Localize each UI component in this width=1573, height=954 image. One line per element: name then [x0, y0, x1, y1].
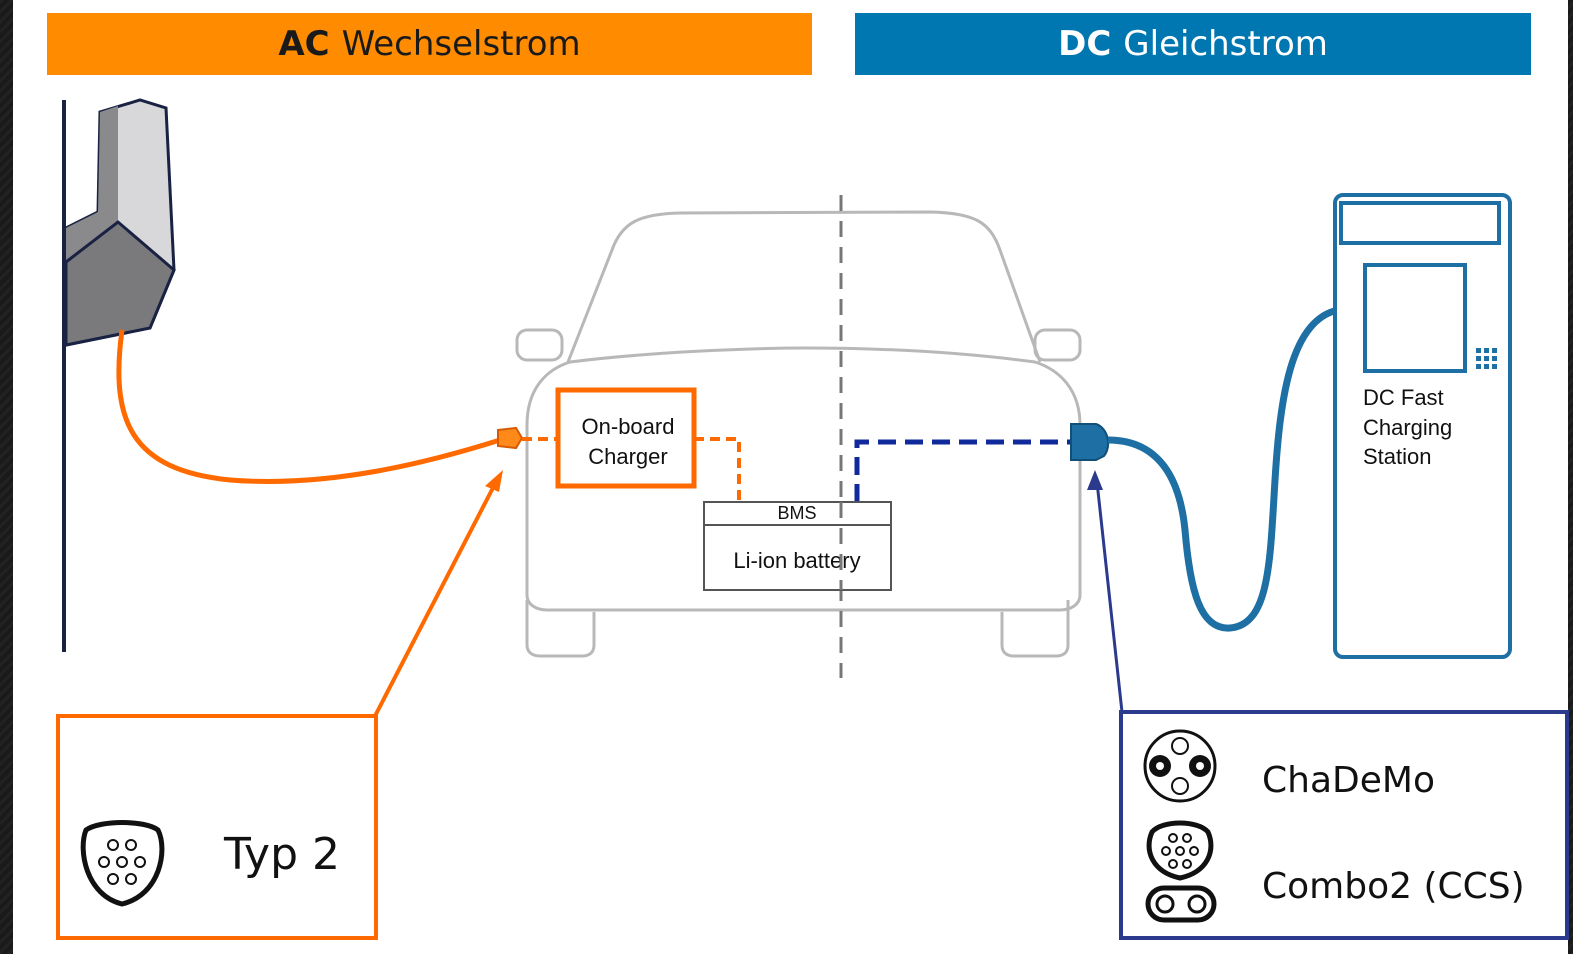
- dc-cable: [1107, 306, 1339, 632]
- onboard-charger-label-1: On-board: [582, 414, 675, 439]
- chademo-connector-icon: [1143, 729, 1217, 803]
- dc-header-banner: DC Gleichstrom: [855, 13, 1531, 75]
- dc-header-bold: DC: [1058, 24, 1112, 64]
- ac-header-bold: AC: [278, 24, 330, 64]
- onboard-charger-box: [555, 387, 697, 489]
- station-label-1: DC Fast: [1363, 385, 1444, 410]
- battery-label: Li-ion battery: [733, 548, 860, 573]
- battery-box: [703, 501, 892, 591]
- charger-to-bms-line: [694, 437, 741, 502]
- bms-label: BMS: [777, 503, 816, 523]
- station-label-3: Station: [1363, 444, 1432, 469]
- dc-header-text: Gleichstrom: [1123, 24, 1328, 64]
- chademo-label: ChaDeMo: [1262, 760, 1435, 801]
- type2-label: Typ 2: [224, 829, 340, 880]
- ac-wallbox-icon: [62, 98, 176, 652]
- ac-plug: [497, 426, 524, 450]
- ac-header-banner: AC Wechselstrom: [47, 13, 812, 75]
- dc-internal-line: [854, 439, 1075, 502]
- dc-callout-arrowhead: [1087, 470, 1103, 490]
- ac-callout-line: [373, 479, 499, 717]
- ac-callout-arrowhead: [485, 470, 503, 492]
- onboard-charger-label-2: Charger: [588, 444, 667, 469]
- dc-charging-station-icon: [1333, 193, 1512, 659]
- ccs-label: Combo2 (CCS): [1262, 866, 1525, 907]
- ac-cable: [116, 329, 501, 484]
- ccs-combo2-connector-icon: [1145, 820, 1217, 923]
- type2-connector-icon: [80, 820, 165, 907]
- car-outline: [515, 210, 1082, 658]
- ac-header-text: Wechselstrom: [341, 24, 581, 64]
- dc-plug: [1070, 423, 1110, 461]
- station-label-2: Charging: [1363, 415, 1452, 440]
- dc-callout-line: [1095, 481, 1124, 713]
